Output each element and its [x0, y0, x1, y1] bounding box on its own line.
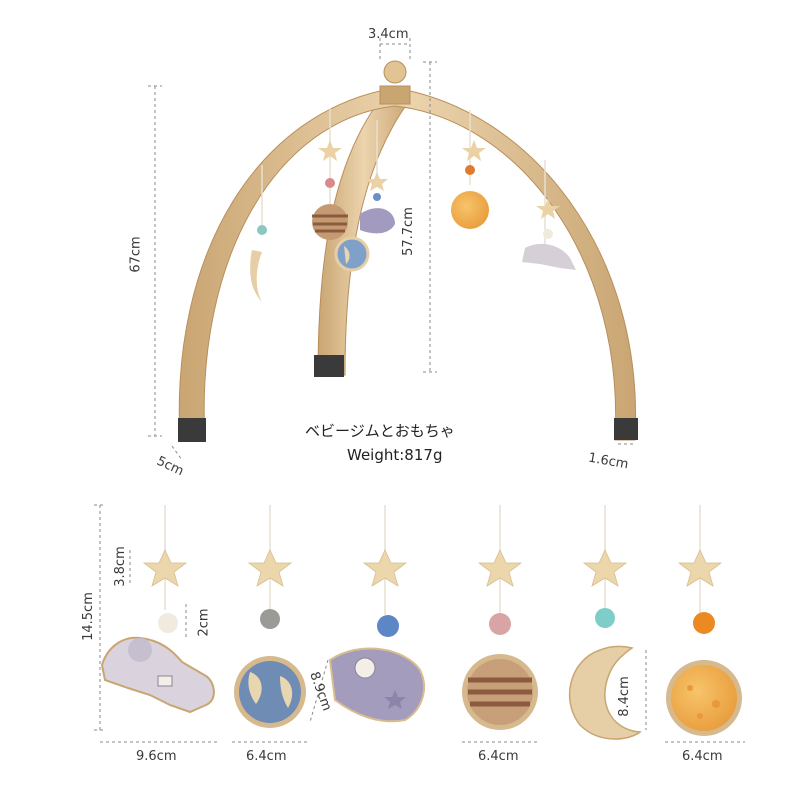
star-4: [477, 549, 523, 587]
product-name: ベビージムとおもちゃ: [305, 422, 455, 440]
toy-dimension-lines: [94, 504, 745, 743]
baby-gym-frame: [178, 60, 638, 442]
top-width-label: 3.4cm: [368, 27, 409, 42]
mars-toy: [666, 660, 742, 736]
star-size-label: 3.8cm: [112, 546, 128, 587]
ball-cream: [158, 613, 178, 633]
star-5: [582, 549, 628, 587]
ball-size-label: 2cm: [196, 608, 212, 637]
product-weight: Weight:817g: [347, 446, 443, 464]
moon-toy: [568, 645, 642, 740]
moon-height-label: 8.4cm: [616, 676, 632, 717]
jupiter-width-label: 6.4cm: [478, 749, 519, 764]
ball-blue: [377, 615, 399, 637]
back-foot-cap: [314, 355, 344, 377]
toy-length-label: 14.5cm: [80, 592, 96, 641]
star-6: [677, 549, 723, 587]
inner-height-label: 57.7cm: [400, 207, 416, 256]
dimension-lines: [148, 38, 636, 461]
rocket-toy: [328, 647, 425, 723]
toy-row: [100, 505, 742, 740]
jupiter-toy: [462, 654, 538, 730]
ball-grey: [260, 609, 280, 629]
star-3: [362, 549, 408, 587]
gym-toy-pieces: [250, 140, 576, 302]
star-2: [247, 549, 293, 587]
ball-orange: [693, 612, 715, 634]
astronaut-width-label: 9.6cm: [136, 749, 177, 764]
mars-width-label: 6.4cm: [682, 749, 723, 764]
earth-width-label: 6.4cm: [246, 749, 287, 764]
front-left-foot-cap: [178, 418, 206, 442]
astronaut-toy: [100, 636, 215, 714]
ball-pink: [489, 613, 511, 635]
star-1: [142, 549, 188, 587]
ball-teal: [595, 608, 615, 628]
front-right-foot-cap: [614, 418, 638, 440]
earth-toy: [234, 656, 306, 728]
total-height-label: 67cm: [128, 236, 144, 273]
